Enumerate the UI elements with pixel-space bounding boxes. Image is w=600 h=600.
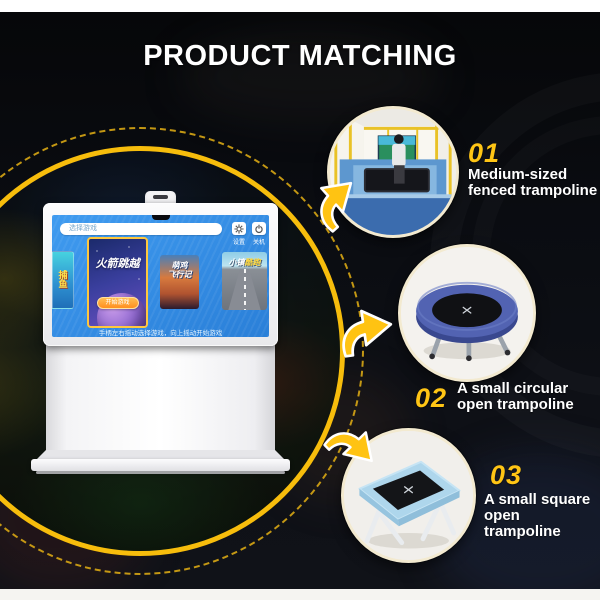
kiosk-body <box>46 345 275 451</box>
power-icon <box>255 224 263 233</box>
match-arrow-3 <box>319 411 388 481</box>
product-number-1: 01 <box>468 138 501 168</box>
kiosk-base <box>31 459 290 471</box>
product-description-3: A small square open trampoline <box>484 491 591 541</box>
settings-button[interactable] <box>232 222 246 235</box>
page-title: PRODUCT MATCHING <box>143 40 457 72</box>
game-card-rocket-jump-selected[interactable]: 火箭跳越 开始游戏 <box>87 237 148 328</box>
kiosk-base-flare <box>36 450 285 460</box>
round-trampoline-photo <box>398 244 536 382</box>
square-trampoline-photo <box>341 428 476 563</box>
game-card-fishing-char: 捕 <box>58 269 68 280</box>
gear-icon <box>234 223 244 234</box>
product-description-2: A small circular open trampoline <box>457 380 574 414</box>
kiosk-screen: 选择游戏 设置 <box>52 215 269 337</box>
game-card-fishing[interactable]: 捕 鱼 <box>52 251 74 309</box>
game-search-input[interactable]: 选择游戏 <box>60 223 222 235</box>
start-game-button[interactable]: 开始游戏 <box>96 297 139 309</box>
game-card-flying-chicken[interactable]: 萌鸡 飞行记 <box>160 255 199 309</box>
kiosk-monitor: 选择游戏 设置 <box>43 203 278 346</box>
road-centerline <box>243 269 246 310</box>
controller-hint-text: 手柄左右摇动选择游戏，向上摇动开始游戏 <box>98 330 223 337</box>
kiosk-base-edge <box>36 471 285 474</box>
product-number-3: 03 <box>490 460 523 490</box>
game-card-fishing-char: 鱼 <box>58 279 68 289</box>
product-description-1: Medium-sized fenced trampoline <box>468 166 598 200</box>
power-button[interactable] <box>252 222 266 235</box>
camera-slot <box>153 195 168 199</box>
game-card-flying-chicken-title: 萌鸡 飞行记 <box>167 261 192 279</box>
power-label: 关机 <box>252 240 265 246</box>
match-arrow-2 <box>333 302 399 359</box>
screen-notch <box>151 215 170 220</box>
match-arrow-1 <box>299 165 371 237</box>
game-card-rocket-jump-title: 火箭跳越 <box>95 258 140 270</box>
bottom-margin-strip <box>0 589 600 600</box>
kiosk-camera-bump <box>145 191 176 205</box>
game-card-town-run-title: 小镇酷跑 <box>228 258 261 267</box>
fenced-trampoline-photo <box>327 106 459 238</box>
settings-label: 设置 <box>232 240 245 246</box>
product-number-2: 02 <box>415 383 448 413</box>
game-card-town-run[interactable]: 小镇酷跑 <box>222 252 267 310</box>
